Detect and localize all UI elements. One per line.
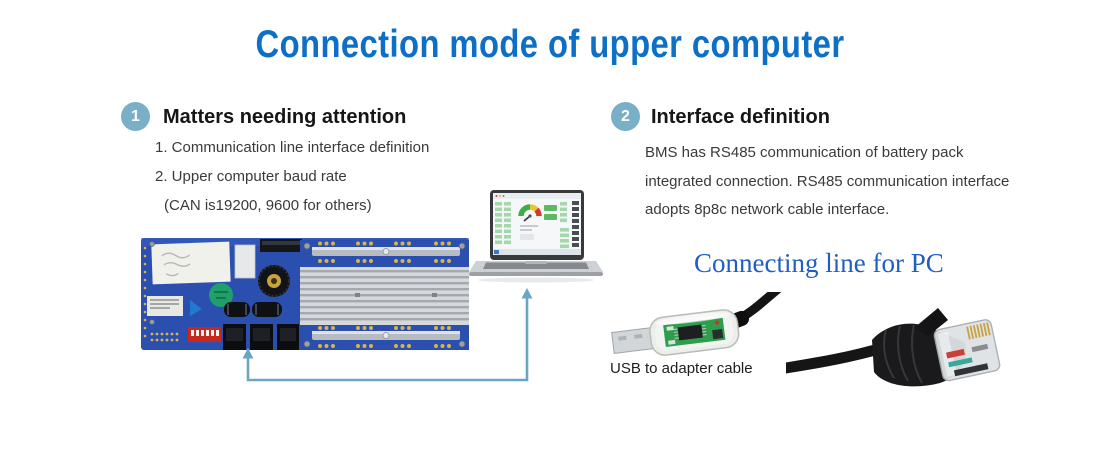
paragraph-line: integrated connection. RS485 communicati… xyxy=(645,172,1010,190)
section-1-number: 1 xyxy=(131,107,140,125)
laptop-image xyxy=(469,190,603,283)
section-1-number-badge: 1 xyxy=(121,102,150,131)
section-2-number-badge: 2 xyxy=(611,102,640,131)
page-title: Connection mode of upper computer xyxy=(255,23,845,66)
list-item-3: (CAN is19200, 9600 for others) xyxy=(164,197,372,214)
connecting-line-label: Connecting line for PC xyxy=(694,248,944,278)
list-item-2: 2. Upper computer baud rate xyxy=(155,168,347,185)
section-2-heading: Interface definition xyxy=(651,106,830,128)
usb-adapter-image xyxy=(611,292,784,356)
section-2-number: 2 xyxy=(621,107,630,125)
section-1-list: 1. Communication line interface definiti… xyxy=(155,139,429,226)
section-2-paragraph: BMS has RS485 communication of battery p… xyxy=(645,139,1015,225)
bms-circuit-board-image xyxy=(141,238,469,350)
list-item-1: 1. Communication line interface definiti… xyxy=(155,139,430,156)
paragraph-line: adopts 8p8c network cable interface. xyxy=(645,201,890,218)
rj45-network-cable-image xyxy=(786,308,1001,387)
usb-adapter-caption: USB to adapter cable xyxy=(610,360,753,377)
section-1-heading: Matters needing attention xyxy=(163,106,407,128)
paragraph-line: BMS has RS485 communication of battery p… xyxy=(645,144,964,161)
